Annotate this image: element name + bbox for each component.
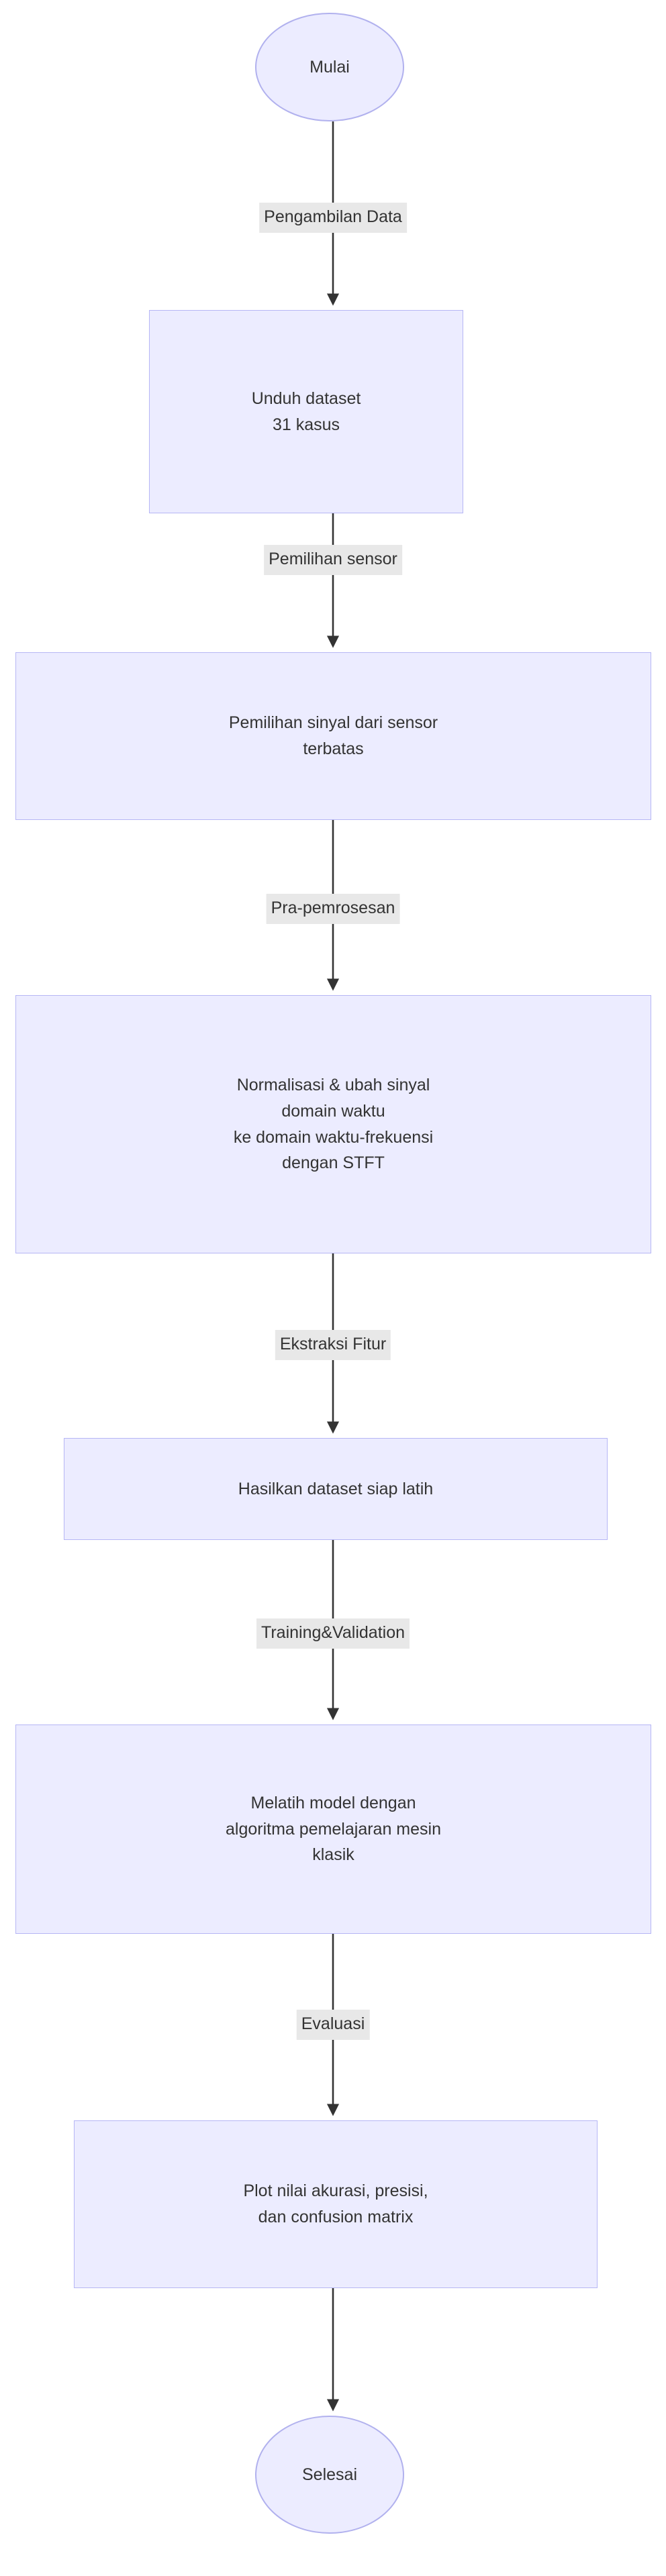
- node-unduh-dataset-label: Unduh dataset 31 kasus: [251, 389, 361, 434]
- node-unduh-dataset[interactable]: Unduh dataset 31 kasus: [149, 310, 463, 513]
- edge-label-training-validation: Training&Validation: [256, 1618, 410, 1649]
- node-mulai-label: Mulai: [310, 57, 350, 76]
- edge-label-pengambilan-data: Pengambilan Data: [259, 203, 407, 233]
- node-selesai[interactable]: Selesai: [255, 2416, 404, 2534]
- node-normalisasi-stft-label: Normalisasi & ubah sinyal domain waktu k…: [233, 1076, 434, 1173]
- node-hasilkan-dataset[interactable]: Hasilkan dataset siap latih: [64, 1438, 608, 1540]
- node-pemilihan-sinyal[interactable]: Pemilihan sinyal dari sensor terbatas: [15, 652, 651, 820]
- node-melatih-model-label: Melatih model dengan algoritma pemelajar…: [226, 1793, 441, 1865]
- node-plot-evaluasi-label: Plot nilai akurasi, presisi, dan confusi…: [243, 2181, 428, 2226]
- edge-label-pemilihan-sensor: Pemilihan sensor: [264, 545, 402, 575]
- node-plot-evaluasi[interactable]: Plot nilai akurasi, presisi, dan confusi…: [74, 2120, 598, 2288]
- node-pemilihan-sinyal-label: Pemilihan sinyal dari sensor terbatas: [228, 713, 438, 758]
- node-mulai[interactable]: Mulai: [255, 13, 404, 121]
- node-melatih-model[interactable]: Melatih model dengan algoritma pemelajar…: [15, 1724, 651, 1934]
- edge-label-pra-pemrosesan: Pra-pemrosesan: [266, 894, 400, 924]
- node-hasilkan-dataset-label: Hasilkan dataset siap latih: [238, 1479, 434, 1498]
- node-selesai-label: Selesai: [302, 2465, 357, 2484]
- edge-label-ekstraksi-fitur: Ekstraksi Fitur: [275, 1330, 391, 1360]
- edge-label-evaluasi: Evaluasi: [296, 2010, 370, 2040]
- node-normalisasi-stft[interactable]: Normalisasi & ubah sinyal domain waktu k…: [15, 995, 651, 1253]
